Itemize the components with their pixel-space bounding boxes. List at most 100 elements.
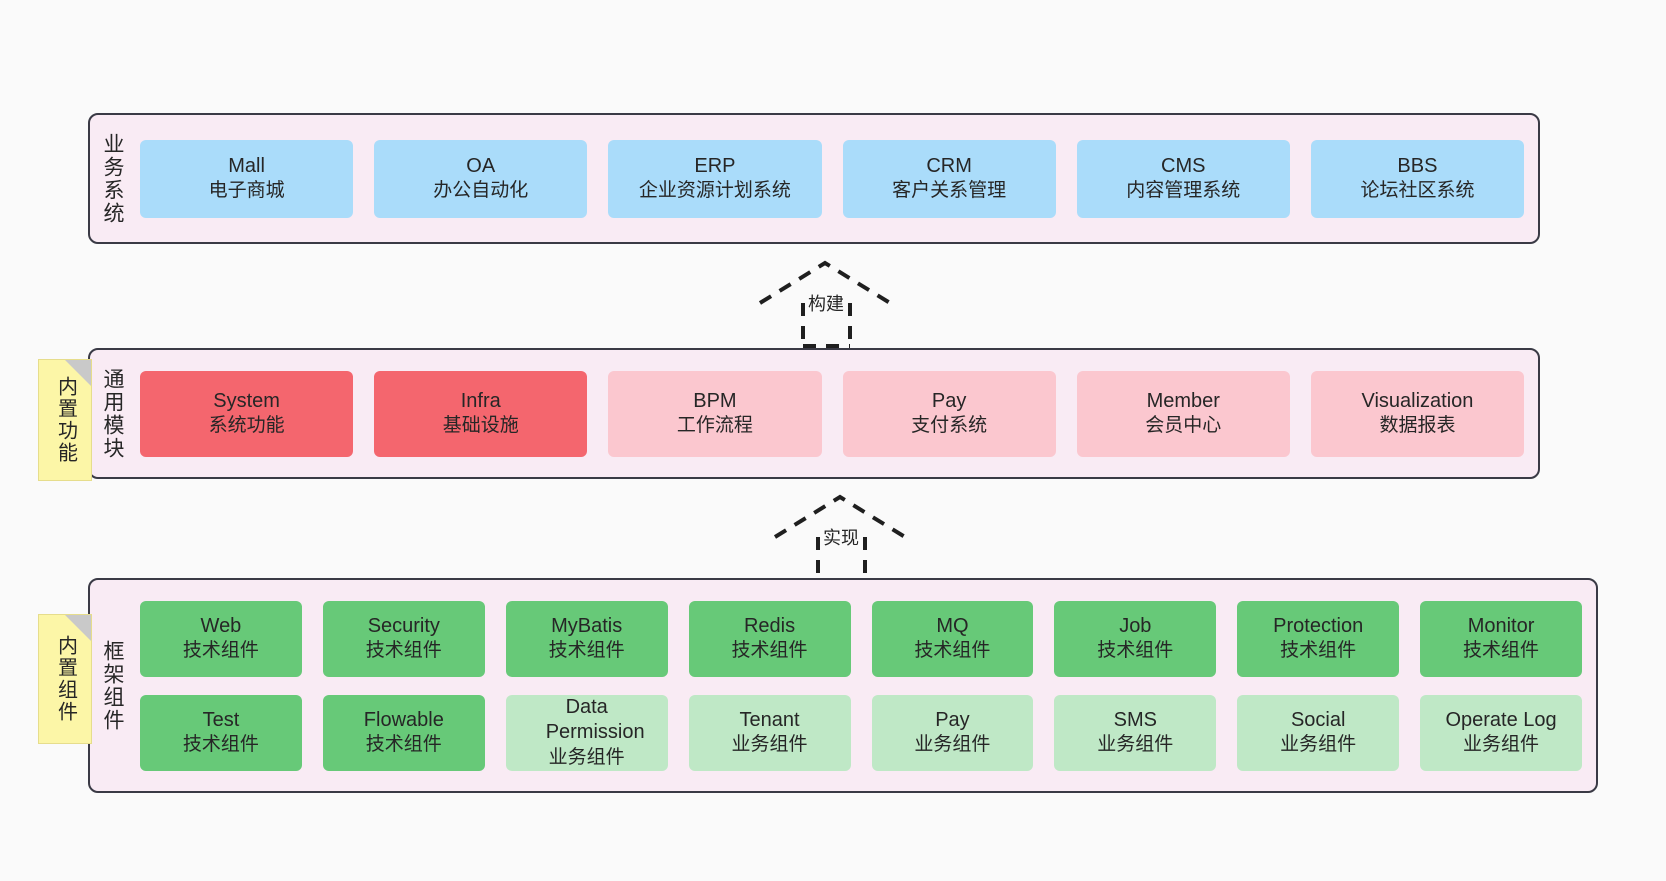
- card-subtitle: 技术组件: [1097, 640, 1174, 662]
- card-subtitle: 基础设施: [442, 415, 519, 437]
- card-title: Web: [200, 614, 242, 637]
- layer-common-modules: 通用模块 System 系统功能 Infra 基础设施 BPM 工作流程 Pay…: [88, 348, 1540, 479]
- layer-body-framework-components: Web 技术组件 Security 技术组件 MyBatis 技术组件 Redi…: [134, 580, 1596, 791]
- card-subtitle: 办公自动化: [433, 180, 529, 202]
- card-subtitle: 数据报表: [1379, 415, 1456, 437]
- card-mall[interactable]: Mall 电子商城: [140, 139, 354, 218]
- layer-title-framework-components: 框架组件: [101, 639, 125, 732]
- card-sms[interactable]: SMS 业务组件: [1054, 694, 1217, 771]
- note-text: 内置功能: [54, 376, 77, 464]
- card-subtitle: 技术组件: [365, 734, 442, 756]
- card-title: SMS: [1113, 708, 1157, 731]
- card-subtitle: 内容管理系统: [1126, 180, 1241, 202]
- card-cms[interactable]: CMS 内容管理系统: [1076, 139, 1290, 218]
- connector-build: 构建: [755, 258, 915, 350]
- card-subtitle: 会员中心: [1145, 415, 1222, 437]
- card-member[interactable]: Member 会员中心: [1076, 370, 1290, 457]
- card-subtitle: 业务组件: [1280, 734, 1357, 756]
- card-title: Job: [1119, 614, 1152, 637]
- card-subtitle: 技术组件: [1463, 640, 1540, 662]
- card-title: Pay: [935, 708, 970, 731]
- note-builtin-features: 内置功能: [38, 359, 92, 481]
- note-text: 内置组件: [54, 635, 77, 723]
- card-protection[interactable]: Protection 技术组件: [1237, 600, 1400, 677]
- card-erp[interactable]: ERP 企业资源计划系统: [608, 139, 822, 218]
- card-mybatis[interactable]: MyBatis 技术组件: [505, 600, 668, 677]
- card-tenant[interactable]: Tenant 业务组件: [688, 694, 851, 771]
- card-row: System 系统功能 Infra 基础设施 BPM 工作流程 Pay 支付系统…: [140, 370, 1525, 457]
- card-title: BBS: [1397, 154, 1438, 177]
- card-operate-log[interactable]: Operate Log 业务组件: [1420, 694, 1582, 771]
- card-subtitle: 业务组件: [1463, 734, 1540, 756]
- card-subtitle: 技术组件: [1280, 640, 1357, 662]
- card-title: ERP: [694, 154, 736, 177]
- card-subtitle: 业务组件: [731, 734, 808, 756]
- card-subtitle: 技术组件: [182, 734, 259, 756]
- connector-realize-label: 实现: [823, 528, 859, 548]
- card-data-permission[interactable]: Data Permission 业务组件: [505, 694, 668, 771]
- card-subtitle: 客户关系管理: [892, 180, 1007, 202]
- connector-build-label: 构建: [808, 294, 844, 314]
- card-monitor[interactable]: Monitor 技术组件: [1420, 600, 1582, 677]
- card-row-tech: Web 技术组件 Security 技术组件 MyBatis 技术组件 Redi…: [140, 600, 1582, 677]
- card-title: Monitor: [1467, 614, 1535, 637]
- card-subtitle: 业务组件: [1097, 734, 1174, 756]
- card-subtitle: 技术组件: [182, 640, 259, 662]
- card-crm[interactable]: CRM 客户关系管理: [842, 139, 1056, 218]
- card-title: MQ: [936, 614, 969, 637]
- card-subtitle: 论坛社区系统: [1360, 180, 1475, 202]
- card-subtitle: 技术组件: [731, 640, 808, 662]
- layer-body-common-modules: System 系统功能 Infra 基础设施 BPM 工作流程 Pay 支付系统…: [134, 350, 1538, 477]
- card-pay[interactable]: Pay 支付系统: [842, 370, 1056, 457]
- layer-business-systems: 业务系统 Mall 电子商城 OA 办公自动化 ERP 企业资源计划系统 CRM…: [88, 113, 1540, 244]
- card-test[interactable]: Test 技术组件: [140, 694, 302, 771]
- card-mq[interactable]: MQ 技术组件: [871, 600, 1034, 677]
- realize-arrow-icon: [773, 494, 907, 582]
- card-subtitle: 技术组件: [365, 640, 442, 662]
- card-flowable[interactable]: Flowable 技术组件: [322, 694, 485, 771]
- card-title: Visualization: [1361, 389, 1474, 412]
- connector-realize: 实现: [770, 492, 930, 584]
- card-visualization[interactable]: Visualization 数据报表: [1310, 370, 1525, 457]
- card-title: MyBatis: [551, 614, 623, 637]
- card-title: Infra: [460, 389, 501, 412]
- card-title: Security: [367, 614, 440, 637]
- card-subtitle: 业务组件: [914, 734, 991, 756]
- layer-title-business-systems: 业务系统: [101, 132, 125, 225]
- card-title: System: [213, 389, 280, 412]
- card-bpm[interactable]: BPM 工作流程: [608, 370, 822, 457]
- card-job[interactable]: Job 技术组件: [1054, 600, 1217, 677]
- layer-title-common-modules: 通用模块: [101, 367, 125, 460]
- card-subtitle: 技术组件: [548, 640, 625, 662]
- card-title: Mall: [228, 154, 265, 177]
- card-system[interactable]: System 系统功能: [140, 370, 354, 457]
- layer-framework-components: 框架组件 Web 技术组件 Security 技术组件 MyBatis 技术组件…: [88, 578, 1598, 793]
- card-title: Redis: [743, 614, 796, 637]
- card-subtitle: 企业资源计划系统: [638, 180, 791, 202]
- card-title: BPM: [693, 389, 737, 412]
- card-title: Member: [1146, 389, 1220, 412]
- card-pay-component[interactable]: Pay 业务组件: [871, 694, 1034, 771]
- card-social[interactable]: Social 业务组件: [1237, 694, 1400, 771]
- card-bbs[interactable]: BBS 论坛社区系统: [1310, 139, 1525, 218]
- card-title: Flowable: [363, 708, 444, 731]
- card-title: Pay: [931, 389, 967, 412]
- card-subtitle: 电子商城: [208, 180, 285, 202]
- card-security[interactable]: Security 技术组件: [322, 600, 485, 677]
- card-subtitle: 系统功能: [208, 415, 285, 437]
- card-title: Operate Log: [1445, 708, 1557, 731]
- card-title: Protection: [1273, 614, 1364, 637]
- note-builtin-components: 内置组件: [38, 614, 92, 744]
- card-title: Tenant: [739, 708, 800, 731]
- card-oa[interactable]: OA 办公自动化: [374, 139, 588, 218]
- card-infra[interactable]: Infra 基础设施: [374, 370, 588, 457]
- card-title: CMS: [1161, 154, 1206, 177]
- card-title: Social: [1290, 708, 1346, 731]
- card-title: OA: [466, 154, 496, 177]
- card-web[interactable]: Web 技术组件: [140, 600, 302, 677]
- card-redis[interactable]: Redis 技术组件: [688, 600, 851, 677]
- card-subtitle: 技术组件: [914, 640, 991, 662]
- card-row-business: Test 技术组件 Flowable 技术组件 Data Permission …: [140, 694, 1582, 771]
- card-row: Mall 电子商城 OA 办公自动化 ERP 企业资源计划系统 CRM 客户关系…: [140, 139, 1525, 218]
